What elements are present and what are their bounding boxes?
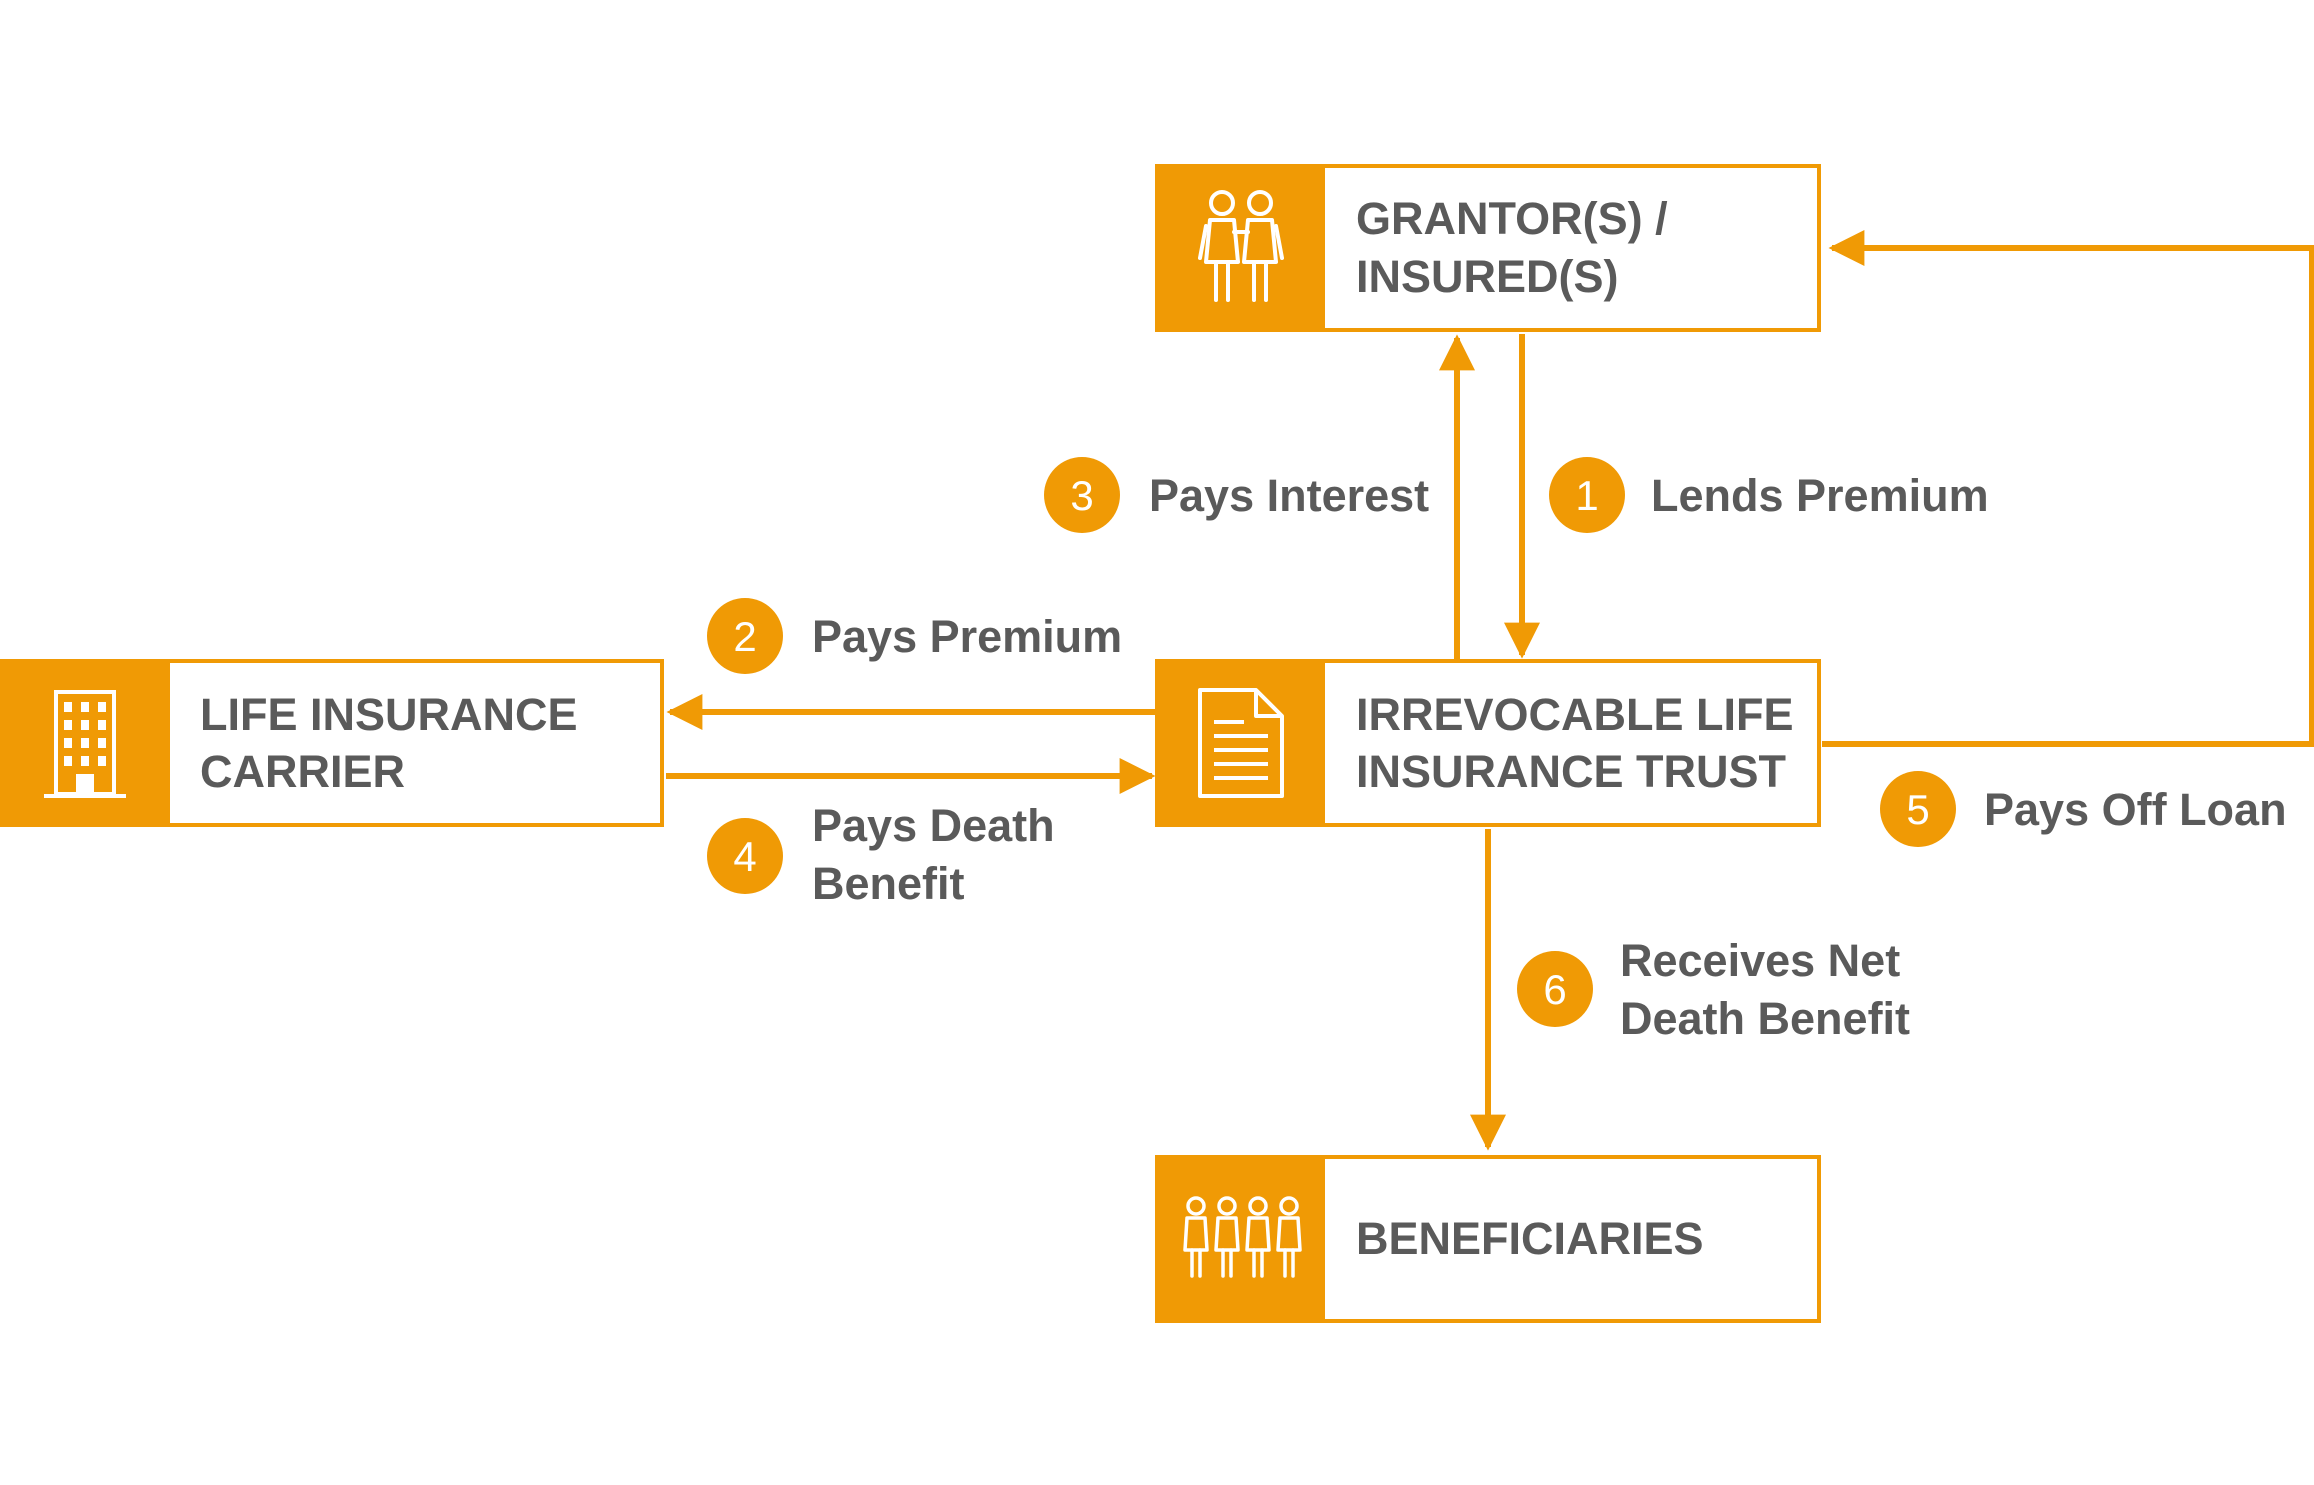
group-icon bbox=[1183, 1196, 1302, 1278]
step-label-line1: Receives Net bbox=[1620, 935, 1900, 986]
step-4: 4 Pays Death Benefit bbox=[707, 800, 1055, 909]
step-2: 2 Pays Premium bbox=[707, 598, 1122, 674]
node-grantor: GRANTOR(S) / INSURED(S) bbox=[1155, 164, 1821, 332]
step-label-line2: Death Benefit bbox=[1620, 993, 1910, 1044]
step-badge bbox=[1549, 457, 1625, 533]
step-badge bbox=[1880, 771, 1956, 847]
node-trust: IRREVOCABLE LIFE INSURANCE TRUST bbox=[1155, 659, 1821, 827]
carrier-label-line1: LIFE INSURANCE bbox=[200, 689, 578, 740]
step-6: 6 Receives Net Death Benefit bbox=[1517, 935, 1910, 1044]
step-badge bbox=[1517, 951, 1593, 1027]
node-beneficiaries: BENEFICIARIES bbox=[1155, 1155, 1821, 1323]
grantor-label-line1: GRANTOR(S) / bbox=[1356, 193, 1668, 244]
arrow-pays-off-loan bbox=[1822, 230, 2314, 747]
grantor-label-line2: INSURED(S) bbox=[1356, 251, 1619, 302]
step-badge bbox=[707, 818, 783, 894]
trust-label-line2: INSURANCE TRUST bbox=[1356, 746, 1786, 797]
step-label: Pays Off Loan bbox=[1984, 784, 2287, 835]
connectors bbox=[666, 230, 2314, 1151]
node-carrier: LIFE INSURANCE CARRIER bbox=[0, 659, 664, 827]
step-1: 1 Lends Premium bbox=[1549, 457, 1989, 533]
step-number: 4 bbox=[733, 833, 756, 880]
beneficiaries-label: BENEFICIARIES bbox=[1356, 1213, 1704, 1264]
step-label-line2: Benefit bbox=[812, 858, 965, 909]
step-3: 3 Pays Interest bbox=[1044, 457, 1429, 533]
step-badge bbox=[707, 598, 783, 674]
step-label: Pays Premium bbox=[812, 611, 1122, 662]
step-number: 6 bbox=[1543, 966, 1566, 1013]
step-number: 5 bbox=[1906, 786, 1929, 833]
step-label: Pays Interest bbox=[1149, 470, 1429, 521]
step-number: 3 bbox=[1070, 472, 1093, 519]
step-5: 5 Pays Off Loan bbox=[1880, 771, 2287, 847]
carrier-label-line2: CARRIER bbox=[200, 746, 405, 797]
step-number: 1 bbox=[1575, 472, 1598, 519]
step-label: Lends Premium bbox=[1651, 470, 1989, 521]
couple-icon bbox=[1198, 190, 1284, 302]
document-icon bbox=[1198, 688, 1284, 798]
step-number: 2 bbox=[733, 613, 756, 660]
building-icon bbox=[44, 690, 126, 798]
trust-label-line1: IRREVOCABLE LIFE bbox=[1356, 689, 1794, 740]
step-badge bbox=[1044, 457, 1120, 533]
step-label-line1: Pays Death bbox=[812, 800, 1055, 851]
